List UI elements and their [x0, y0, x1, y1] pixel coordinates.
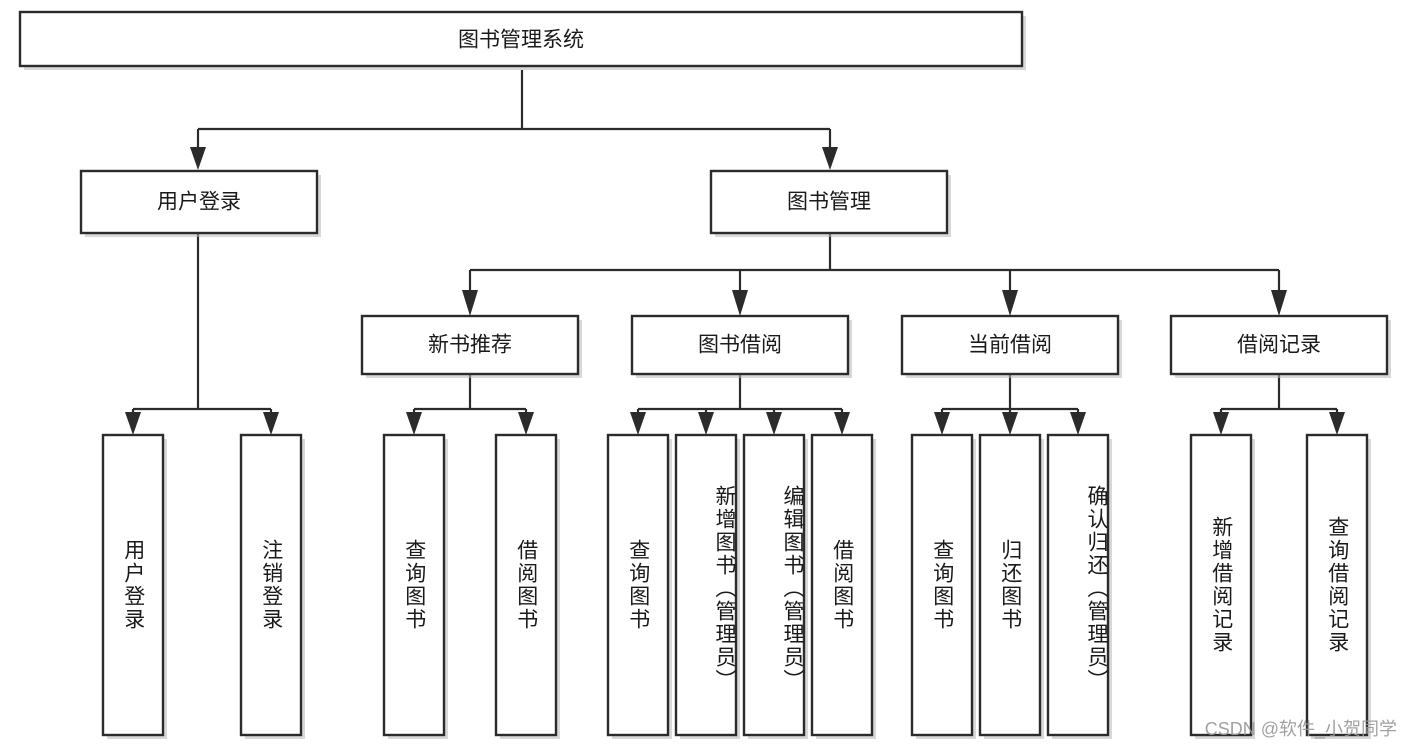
node-book-borrow-label: 图书借阅: [698, 334, 782, 357]
connector-group-book-borrow: [630, 374, 850, 435]
node-borrow-record[interactable]: 借阅记录: [1169, 314, 1391, 378]
leaf-user-login-2-rect: [239, 433, 303, 737]
node-book-management[interactable]: 图书管理: [709, 169, 951, 237]
node-root-rect: [18, 10, 1024, 68]
connector-group-book-mgmt: [462, 233, 1287, 316]
leaf-label-bb-4: 借阅图书: [830, 539, 854, 631]
arrow-head-leaf-nbr-2: [518, 412, 534, 435]
leaf-label-bb-3: 编辑图书（管理员）: [781, 484, 804, 692]
arrow-head-leaf-cb-3: [1070, 412, 1086, 435]
leaf-label-bb-2: 新增图书（管理员）: [713, 484, 736, 692]
leaf-label-br-2: 查询借阅记录: [1325, 516, 1349, 654]
leaf-label-bb-1: 查询图书: [626, 539, 650, 631]
arrow-head-book-borrow: [732, 290, 748, 316]
leaf-bb-2-rect: [674, 433, 738, 737]
node-book-borrow[interactable]: 图书借阅: [630, 314, 852, 378]
leaf-node-bb-3[interactable]: [742, 433, 808, 739]
node-current-borrow-rect: [900, 314, 1120, 376]
leaf-br-2-rect: [1305, 433, 1369, 737]
leaf-node-bb-1[interactable]: [606, 433, 672, 739]
watermark-text: CSDN @软件_小贺同学: [1204, 719, 1397, 739]
leaf-cb-3-rect: [1046, 433, 1110, 737]
connector-group-new-book-recommend: [406, 374, 534, 435]
leaf-cb-1-rect: [910, 433, 974, 737]
arrow-head-leaf-bb-4: [834, 412, 850, 435]
arrow-head-leaf-bb-1: [630, 412, 646, 435]
leaf-label-user-login-2: 注销登录: [259, 539, 283, 631]
arrow-head-current-borrow: [1002, 290, 1018, 316]
leaf-node-nbr-1[interactable]: [382, 433, 448, 739]
arrow-head-leaf-bb-2: [698, 412, 714, 435]
arrow-head-leaf-user-login-2: [263, 412, 279, 435]
arrow-head-leaf-user-login-1: [125, 412, 141, 435]
node-current-borrow[interactable]: 当前借阅: [900, 314, 1122, 378]
arrow-head-leaf-br-2: [1329, 412, 1345, 435]
node-root[interactable]: 图书管理系统: [18, 10, 1026, 70]
leaf-cb-2-rect: [978, 433, 1042, 737]
leaf-node-bb-4[interactable]: [810, 433, 876, 739]
node-borrow-record-label: 借阅记录: [1237, 334, 1321, 357]
leaf-bb-3-rect: [742, 433, 806, 737]
node-user-login-rect: [79, 169, 319, 235]
leaf-node-cb-1[interactable]: [910, 433, 976, 739]
leaf-label-br-1: 新增借阅记录: [1209, 516, 1233, 654]
leaf-node-cb-2[interactable]: [978, 433, 1044, 739]
connector-group-borrow-record: [1213, 374, 1345, 435]
connector-group-current-borrow: [934, 374, 1086, 435]
leaf-node-cb-3[interactable]: [1046, 433, 1112, 739]
arrow-head-leaf-bb-3: [766, 412, 782, 435]
leaf-node-br-2[interactable]: [1305, 433, 1371, 739]
arrow-head-book-mgmt: [822, 147, 838, 170]
node-user-login-label: 用户登录: [157, 191, 241, 214]
leaf-node-user-login-2[interactable]: [239, 433, 305, 739]
leaf-label-user-login-1: 用户登录: [121, 539, 145, 631]
leaf-nbr-1-rect: [382, 433, 446, 737]
leaf-node-nbr-2[interactable]: [494, 433, 560, 739]
arrow-head-leaf-br-1: [1213, 412, 1229, 435]
leaf-node-user-login-1[interactable]: [101, 433, 167, 739]
leaf-user-login-1-rect: [101, 433, 165, 737]
leaf-br-1-rect: [1189, 433, 1253, 737]
leaf-bb-1-rect: [606, 433, 670, 737]
node-new-book-recommend-label: 新书推荐: [428, 334, 512, 357]
node-borrow-record-rect: [1169, 314, 1389, 376]
node-book-borrow-rect: [630, 314, 850, 376]
node-book-management-rect: [709, 169, 949, 235]
arrow-head-new-book-recommend: [462, 290, 478, 316]
leaf-node-br-1[interactable]: [1189, 433, 1255, 739]
leaf-label-cb-3: 确认归还（管理员）: [1085, 484, 1108, 692]
arrow-head-user-login: [190, 147, 206, 170]
leaf-label-nbr-1: 查询图书: [402, 539, 426, 631]
leaf-bb-4-rect: [810, 433, 874, 737]
node-new-book-recommend-rect: [360, 314, 580, 376]
arrow-head-leaf-nbr-1: [406, 412, 422, 435]
leaf-node-bb-2[interactable]: [674, 433, 740, 739]
connector-group-root: [190, 70, 838, 170]
arrow-head-leaf-cb-2: [1002, 412, 1018, 435]
leaf-label-cb-2: 归还图书: [998, 539, 1022, 631]
arrow-head-borrow-record: [1271, 290, 1287, 316]
leaf-nbr-2-rect: [494, 433, 558, 737]
node-book-management-label: 图书管理: [787, 191, 871, 214]
node-root-label: 图书管理系统: [458, 29, 584, 52]
leaf-label-nbr-2: 借阅图书: [514, 539, 538, 631]
node-new-book-recommend[interactable]: 新书推荐: [360, 314, 582, 378]
connector-group-user-login: [125, 233, 279, 435]
node-current-borrow-label: 当前借阅: [968, 334, 1052, 357]
leaf-label-cb-1: 查询图书: [930, 539, 954, 631]
node-user-login[interactable]: 用户登录: [79, 169, 321, 237]
arrow-head-leaf-cb-1: [934, 412, 950, 435]
